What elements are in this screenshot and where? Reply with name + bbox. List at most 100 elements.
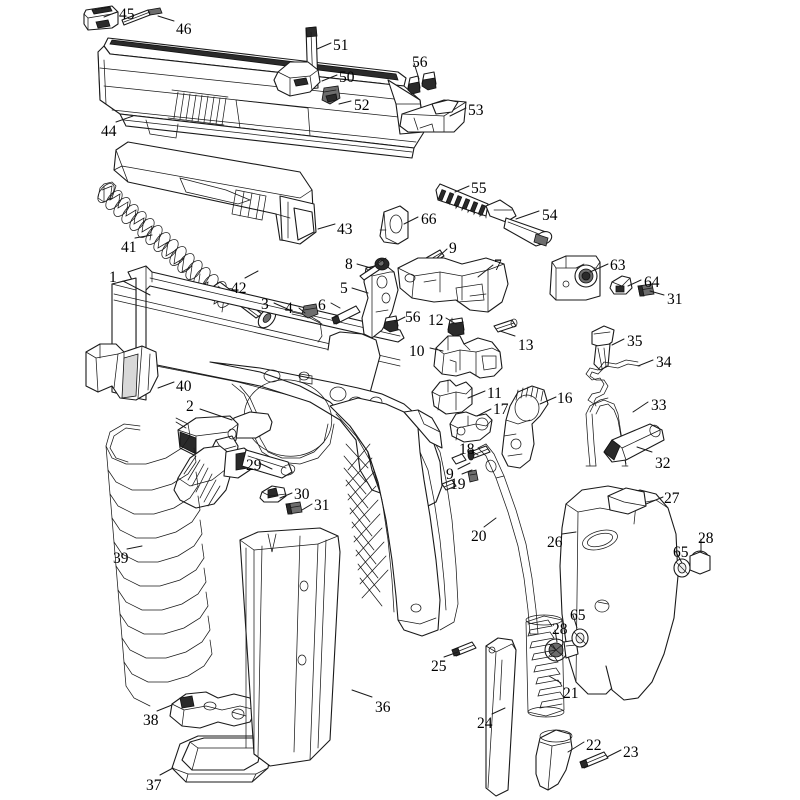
- leader-line-43: [317, 223, 336, 230]
- callout-label-roll-pin: 9: [446, 466, 454, 483]
- leader-line-9: [457, 462, 471, 470]
- leader-line-20: [483, 517, 497, 528]
- callout-label-small-roll-pin: 25: [431, 658, 447, 675]
- leader-line-11: [467, 390, 486, 399]
- callout-label-front-sight: 45: [119, 6, 135, 23]
- callout-label-slide-stop-lever: 2: [186, 398, 194, 415]
- callout-label-recoil-spring-guide-block: 40: [176, 378, 192, 395]
- part-slide-44: [97, 37, 425, 159]
- callout-label-disconnector: 11: [487, 385, 502, 402]
- part-mag-catch-stop-30: [259, 485, 287, 503]
- part-mag-catch-pin-31: [285, 501, 303, 515]
- callout-label-small-bushing: 4: [285, 300, 293, 317]
- leader-line-66: [403, 216, 419, 225]
- callout-label-extractor-spring-plunger: 52: [354, 97, 370, 114]
- callout-label-small-pin: 19: [450, 476, 466, 493]
- part-magazine-follower-38: [169, 691, 257, 729]
- leader-line-2: [199, 408, 233, 421]
- callout-label-magazine-catch-stop: 30: [294, 486, 310, 503]
- part-block-40: [85, 343, 159, 401]
- part-mag-release-29: [173, 445, 296, 509]
- leader-line-65: [572, 614, 578, 629]
- leader-line-7: [477, 264, 494, 278]
- callout-label-recoil-spring: 41: [121, 239, 137, 256]
- callout-label-grip-screw: 28: [552, 621, 568, 638]
- leader-line-35: [611, 338, 625, 346]
- leader-line-40: [157, 381, 175, 389]
- leader-line-32: [636, 446, 653, 453]
- part-rear-sight-53: [399, 99, 467, 133]
- leader-line-55: [454, 185, 470, 193]
- leader-line-37: [159, 767, 174, 776]
- part-fp-assembly-54: [485, 199, 553, 247]
- callout-label-sear-pin-screw: 12: [428, 312, 444, 329]
- part-magazine-brake-24: [485, 637, 517, 797]
- part-trigger-pin-6: [331, 305, 361, 325]
- callout-label-roll-pin: 9: [449, 240, 457, 257]
- callout-label-barrel: 43: [337, 221, 353, 238]
- leader-line-54: [515, 210, 540, 220]
- part-roll-pin-9-lower: [441, 453, 467, 491]
- leader-line-4: [298, 307, 306, 314]
- callout-label-magazine-spring: 39: [113, 550, 129, 567]
- part-extractor-plate-66: [379, 205, 409, 245]
- callout-label-recoil-spring-guide-rod: 42: [231, 280, 247, 297]
- part-roll-pin-31-upper: [637, 283, 655, 297]
- callout-label-hammer-pin: 18: [459, 441, 475, 458]
- leader-line-26: [561, 531, 577, 535]
- callout-label-slide-catch-housing: 7: [494, 257, 502, 274]
- leader-line-51: [316, 42, 332, 50]
- callout-label-mainspring: 21: [563, 685, 579, 702]
- leader-line-64: [627, 279, 642, 287]
- leader-line-53: [449, 107, 467, 117]
- leader-lines: [103, 11, 702, 776]
- callout-label-extractor: 50: [339, 69, 355, 86]
- part-small-pin-19: [467, 469, 479, 483]
- callout-label-extractor-plate: 66: [421, 211, 437, 228]
- part-mainspring-plunger-22: [535, 729, 573, 791]
- part-grip-right-27: [605, 487, 679, 701]
- callout-label-mainspring-plunger: 22: [586, 737, 602, 754]
- callout-label-grip-screw-washer: 65: [570, 607, 586, 624]
- part-grip-screw-right-28: [689, 550, 711, 575]
- leader-line-33: [632, 401, 649, 413]
- callout-label-grip-panel-left: 26: [547, 534, 563, 551]
- callout-label-slide: 44: [101, 123, 117, 140]
- part-hammer-16: [501, 385, 549, 469]
- callout-label-trigger-pin: 6: [318, 297, 326, 314]
- leader-line-18: [469, 449, 479, 456]
- leader-line-52: [338, 100, 352, 105]
- leader-line-38: [156, 704, 173, 712]
- leader-line-56: [413, 62, 420, 80]
- part-grip-washer-lower-65: [571, 628, 589, 648]
- part-sear-17: [449, 411, 493, 443]
- leader-line-24: [491, 707, 506, 715]
- part-fp-block-pin-56-top: [407, 71, 437, 95]
- part-trigger-bar-20: [477, 443, 539, 635]
- callout-label-safety-detent: 64: [644, 274, 660, 291]
- part-safety-detent-64: [609, 275, 633, 295]
- leader-line-29: [258, 462, 273, 470]
- leader-line-56: [394, 316, 406, 323]
- leader-line-30: [279, 492, 293, 499]
- leader-line-45: [103, 11, 118, 18]
- part-front-sight-45: [83, 5, 119, 31]
- callout-label-grip-panel-right: 27: [664, 490, 680, 507]
- part-small-roll-pin-25: [451, 641, 477, 657]
- leader-line-9: [436, 248, 448, 259]
- callout-label-grip-screw-washer: 65: [673, 544, 689, 561]
- part-magazine-floorplate-37: [171, 735, 273, 783]
- callout-label-roll-pin: 31: [667, 291, 683, 308]
- leader-line-25: [443, 651, 459, 658]
- part-fp-block-pin-56-mid: [383, 315, 399, 333]
- leader-line-12: [445, 317, 457, 325]
- leader-line-28: [554, 629, 558, 643]
- callout-label-magazine-release-button: 29: [246, 457, 262, 474]
- callout-label-firing-pin: 46: [176, 21, 192, 38]
- leader-line-3: [273, 302, 293, 312]
- leader-line-21: [548, 675, 562, 684]
- callout-label-trigger: 5: [340, 280, 348, 297]
- leader-line-34: [637, 359, 654, 367]
